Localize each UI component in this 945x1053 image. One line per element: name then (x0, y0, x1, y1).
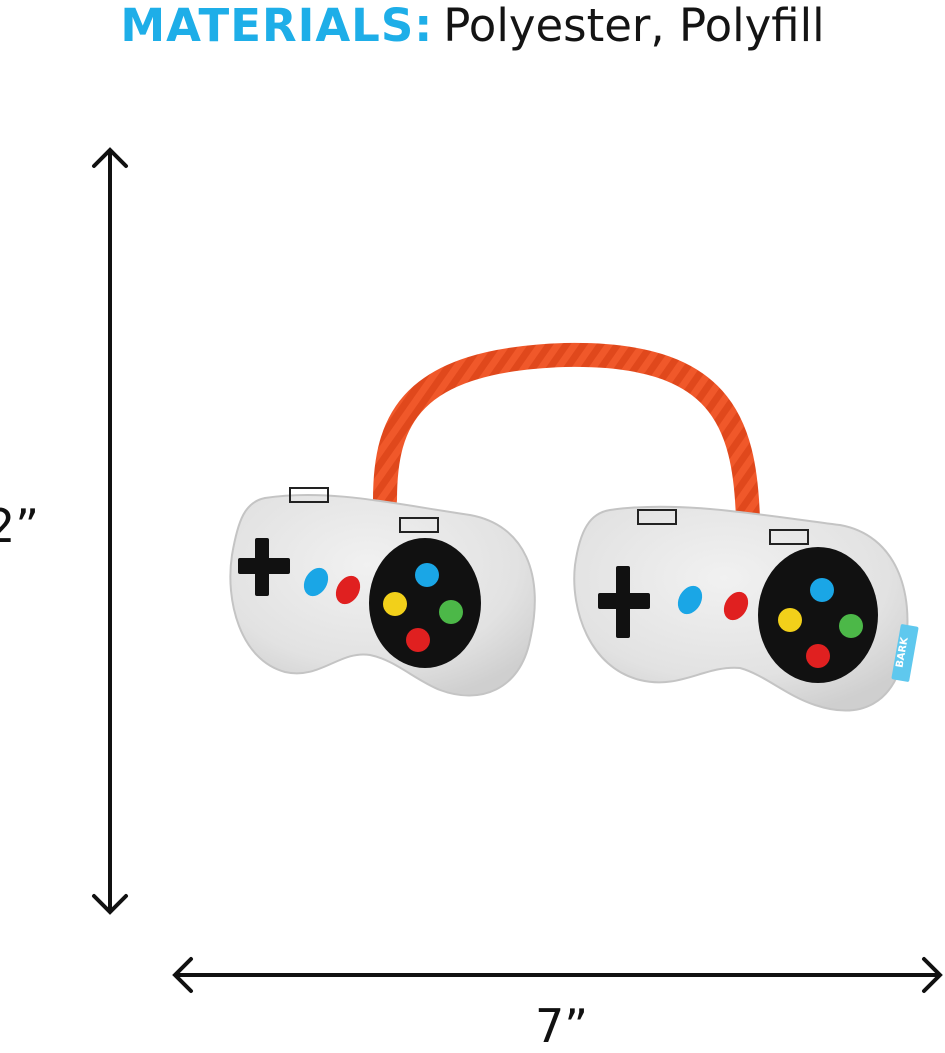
height-label: 2” (0, 499, 40, 553)
brand-tag-text: BARK (894, 635, 910, 668)
materials-value: Polyester, Polyfill (443, 0, 825, 52)
width-label: 7” (535, 999, 589, 1053)
right-controller: BARK (573, 505, 919, 712)
width-dimension-arrow (172, 957, 943, 993)
left-dpad-icon (238, 538, 290, 596)
height-dimension-arrow (92, 147, 128, 915)
brand-tag: BARK (891, 624, 919, 682)
materials-label: MATERIALS: (120, 0, 434, 52)
materials-heading: MATERIALS:Polyester, Polyfill (0, 0, 945, 60)
right-dpad-icon (598, 566, 650, 638)
rope-handle (373, 342, 760, 532)
left-controller (229, 487, 536, 697)
